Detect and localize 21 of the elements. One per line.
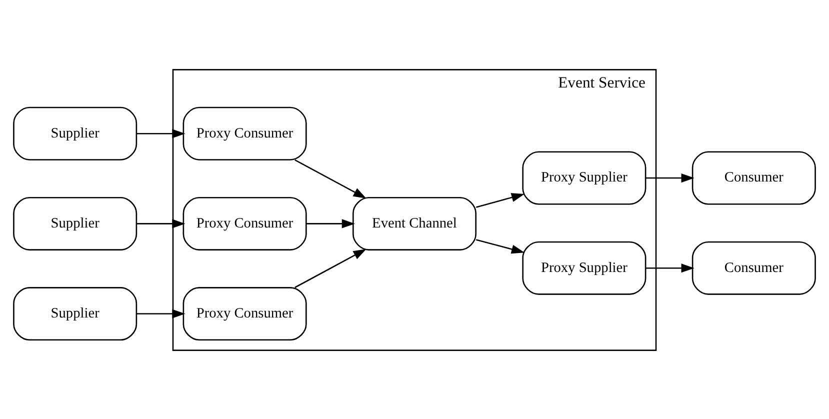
arrow bbox=[136, 218, 186, 228]
arrow bbox=[294, 158, 366, 198]
node-box: Event Channel bbox=[352, 196, 476, 250]
node-box: Supplier bbox=[13, 106, 138, 160]
arrow bbox=[136, 308, 186, 318]
arrow bbox=[646, 263, 694, 272]
node-box: Supplier bbox=[13, 286, 138, 340]
arrow bbox=[476, 192, 525, 208]
node-box: Consumer bbox=[692, 150, 816, 204]
node-box: Consumer bbox=[692, 240, 816, 294]
arrow bbox=[136, 128, 186, 138]
node-box: Supplier bbox=[13, 196, 138, 250]
node-box: Proxy Supplier bbox=[522, 240, 646, 294]
arrow bbox=[646, 172, 694, 182]
node-box: Proxy Consumer bbox=[182, 286, 307, 340]
node-box: Proxy Consumer bbox=[182, 196, 307, 250]
arrow bbox=[306, 218, 355, 228]
arrow bbox=[476, 238, 525, 254]
node-box: Proxy Supplier bbox=[522, 150, 646, 204]
arrow bbox=[294, 248, 366, 288]
node-box: Proxy Consumer bbox=[182, 106, 307, 160]
